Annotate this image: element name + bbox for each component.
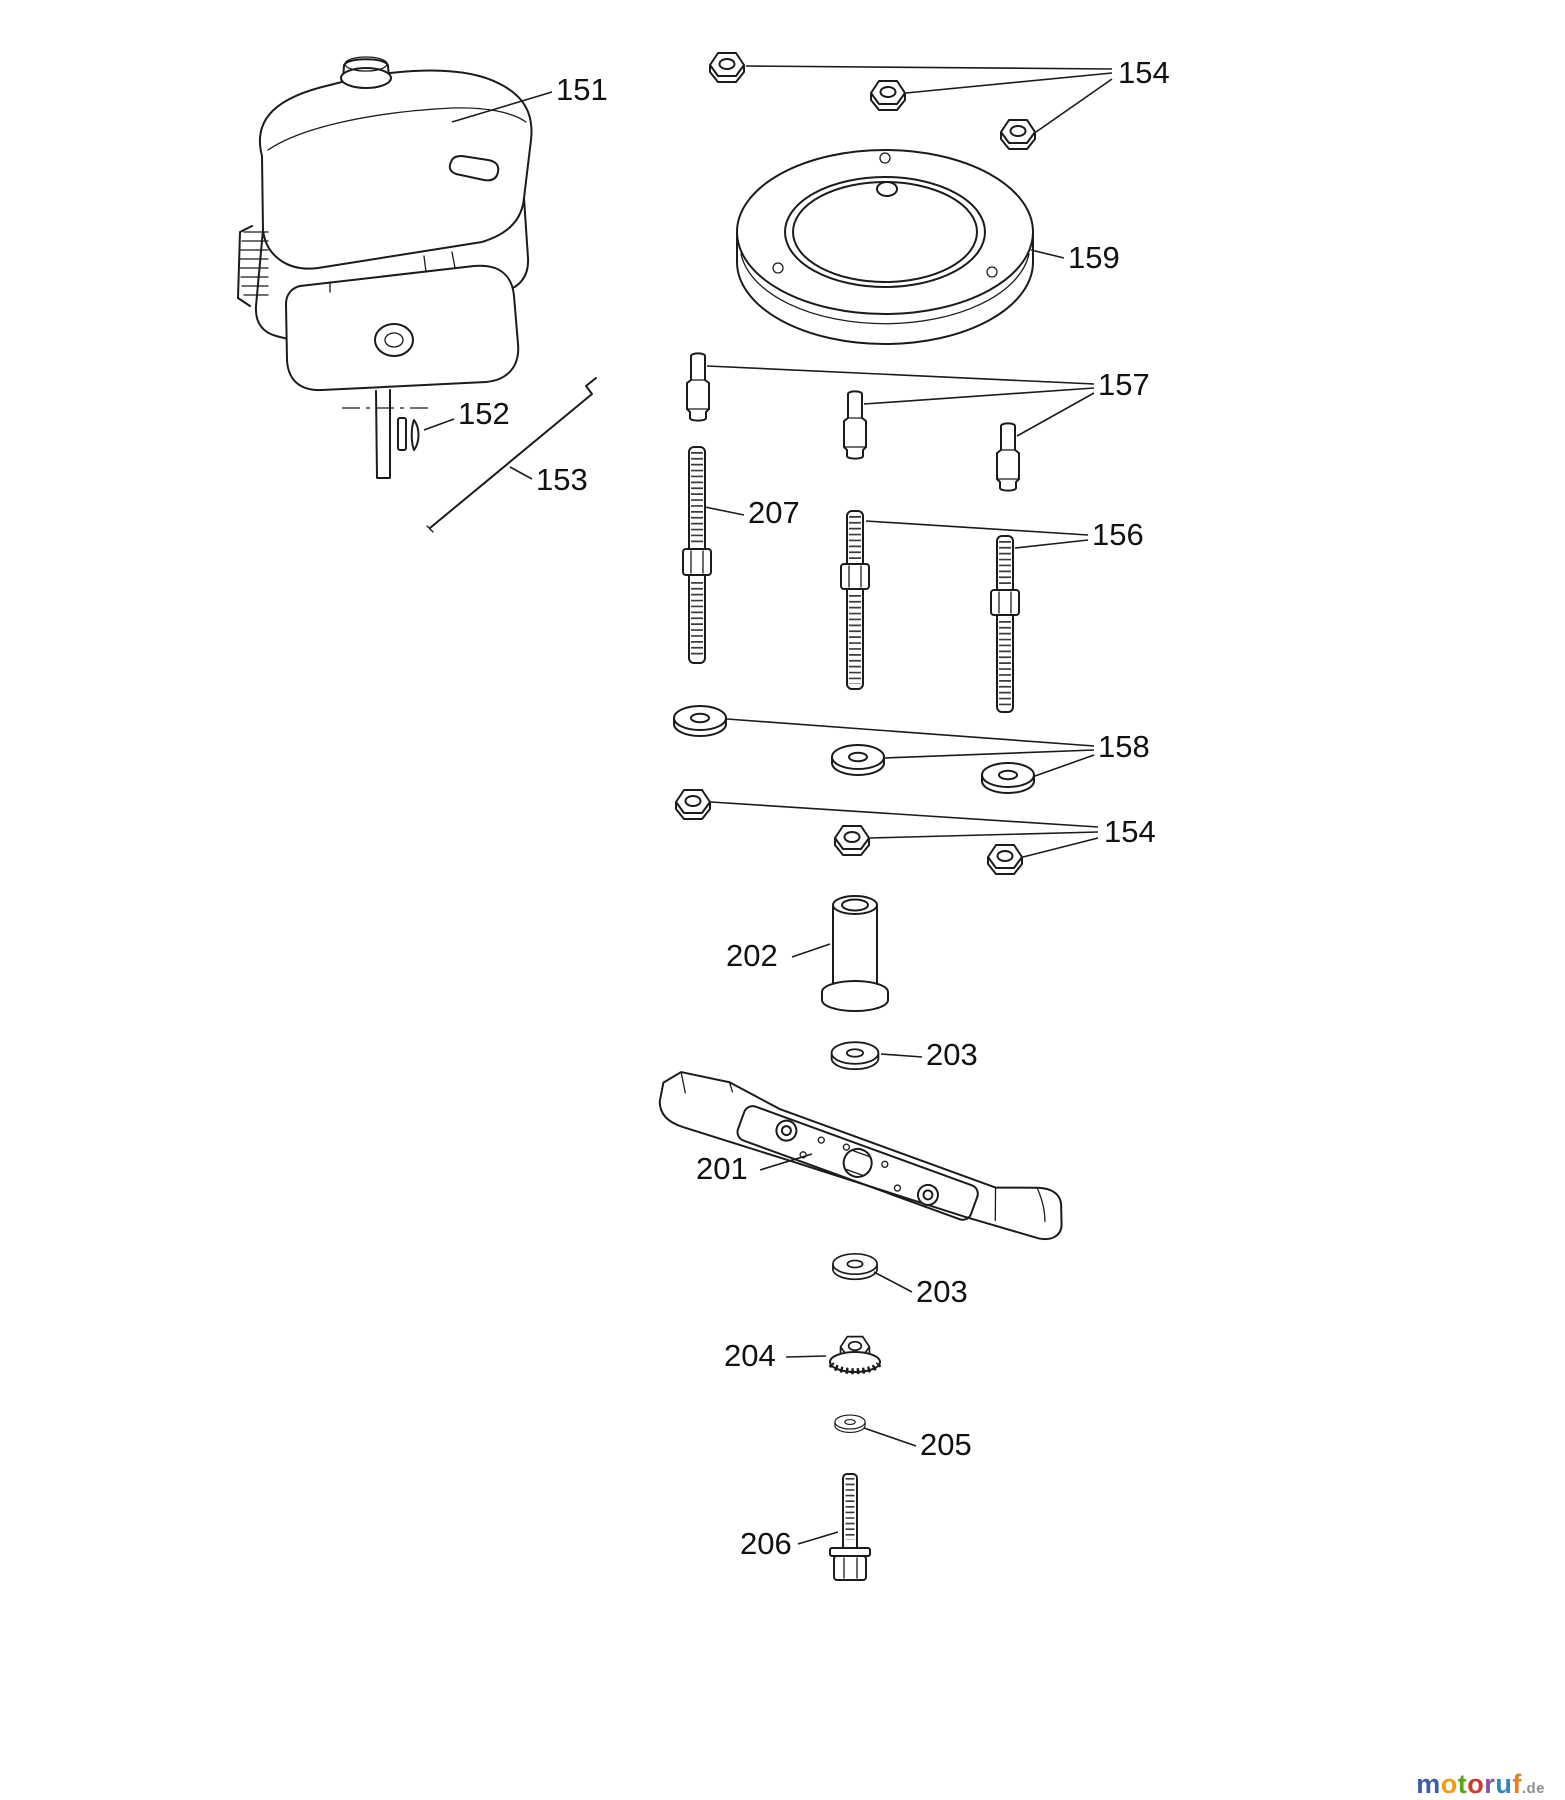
part-label-205: 205 [920,1427,972,1462]
part-156-studs [840,510,1020,713]
leader-line-159 [1030,249,1065,259]
part-label-201: 201 [696,1151,748,1186]
part-label-156: 156 [1092,517,1144,552]
leader-line-203-lower [873,1271,913,1293]
part-label-204: 204 [724,1338,776,1373]
part-157-spacers [686,352,1020,492]
part-label-158: 158 [1098,729,1150,764]
leader-line-201 [759,1153,813,1171]
leader-line-205 [863,1427,917,1447]
leader-lines-154-lower [710,801,1099,858]
leader-lines-156 [865,520,1089,549]
leader-line-202 [791,943,831,958]
leader-lines-157 [706,365,1095,437]
watermark-letter: m [1416,1769,1441,1799]
leader-line-203-upper [880,1053,923,1058]
leader-lines-158 [726,718,1095,777]
part-204-blade-nut [828,1335,882,1375]
leader-line-207 [704,506,745,516]
part-label-203-upper: 203 [926,1037,978,1072]
part-203-washer-lower [832,1252,878,1281]
leader-line-204 [785,1355,827,1358]
part-label-152: 152 [458,396,510,431]
part-label-159: 159 [1068,240,1120,275]
part-159-ring [736,149,1034,345]
part-202-blade-adapter [821,895,889,1012]
part-label-206: 206 [740,1526,792,1561]
part-152-key [342,407,434,451]
part-label-151: 151 [556,72,608,107]
leader-line-153 [509,466,533,480]
leader-line-151 [451,91,553,123]
part-label-203-lower: 203 [916,1274,968,1309]
part-label-153: 153 [536,462,588,497]
watermark-tld: .de [1521,1780,1545,1797]
watermark-letter: o [1467,1769,1485,1799]
part-201-blade [658,1071,1063,1241]
leader-lines-154-top [745,65,1113,133]
motoruf-watermark: motoruf.de [1412,1771,1549,1798]
watermark-letter: t [1457,1769,1468,1799]
part-151-engine [237,56,533,479]
watermark-letter: f [1512,1769,1522,1799]
part-206-blade-bolt [829,1473,871,1581]
watermark-letter: r [1484,1769,1496,1799]
part-label-202: 202 [726,938,778,973]
part-label-154-lower: 154 [1104,814,1156,849]
part-label-207: 207 [748,495,800,530]
part-153-rod [426,377,597,533]
leader-line-206 [797,1531,839,1545]
watermark-letter: o [1440,1769,1458,1799]
leader-line-152 [423,418,455,431]
part-label-157: 157 [1098,367,1150,402]
part-203-washer-upper [830,1041,880,1071]
part-205-small-washer [834,1414,866,1434]
part-207-long-stud [682,446,712,664]
watermark-letter: u [1495,1769,1513,1799]
part-label-154-top: 154 [1118,55,1170,90]
